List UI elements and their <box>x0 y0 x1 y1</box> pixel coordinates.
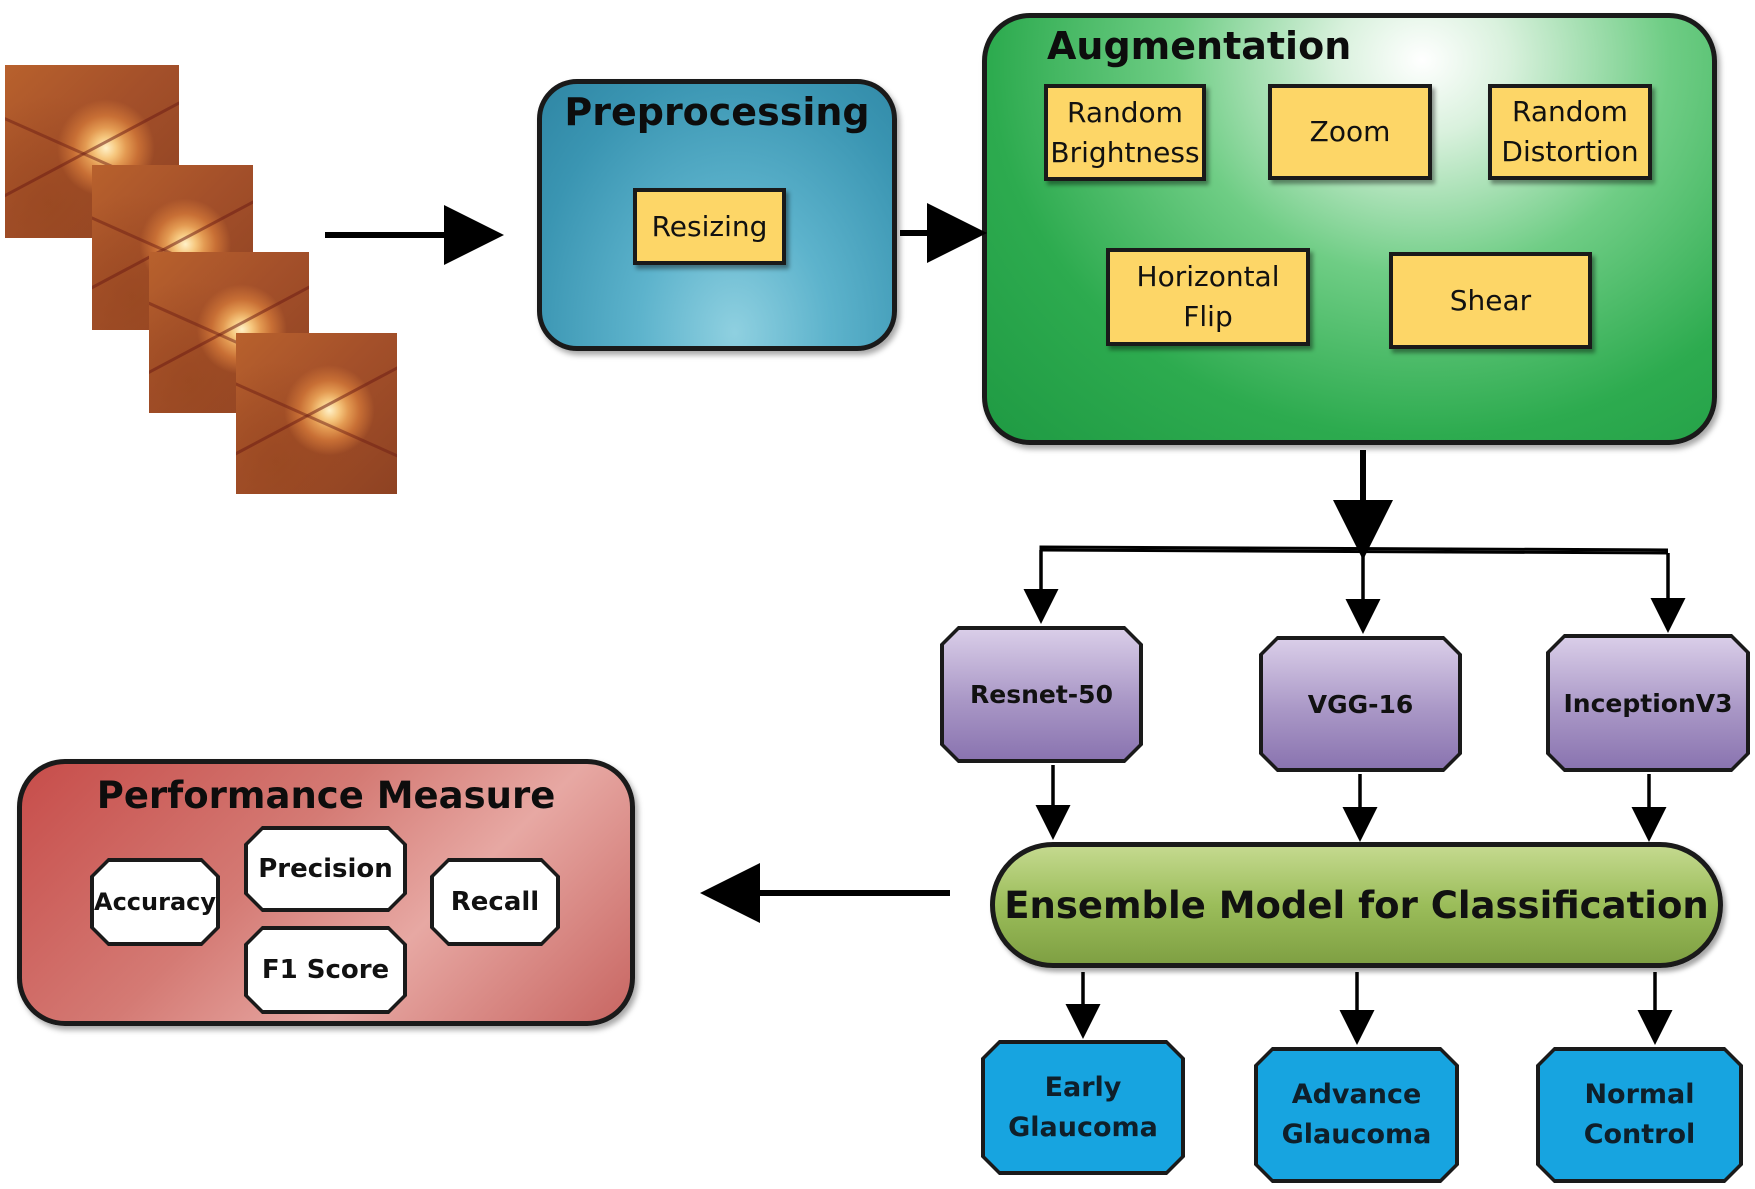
random-distortion-step: Random Distortion <box>1488 84 1652 180</box>
horizontal-flip-step: Horizontal Flip <box>1106 248 1310 346</box>
resizing-step: Resizing <box>633 188 786 265</box>
ensemble-model-node: Ensemble Model for Classification <box>990 842 1723 968</box>
output-early-glaucoma: Early Glaucoma <box>981 1040 1185 1175</box>
model-label: InceptionV3 <box>1550 638 1746 768</box>
model-vgg16: VGG-16 <box>1259 636 1462 772</box>
model-label: VGG-16 <box>1263 640 1458 768</box>
output-advance-glaucoma: Advance Glaucoma <box>1254 1047 1459 1183</box>
performance-title: Performance Measure <box>96 774 556 817</box>
metric-label: Recall <box>434 862 556 942</box>
fundus-image-4 <box>236 333 397 494</box>
metric-label: Precision <box>248 830 403 908</box>
shear-step: Shear <box>1389 252 1592 349</box>
metric-f1-score: F1 Score <box>244 926 407 1014</box>
model-inceptionv3: InceptionV3 <box>1546 634 1750 772</box>
metric-accuracy: Accuracy <box>90 858 220 946</box>
metric-label: Accuracy <box>94 862 216 942</box>
zoom-step: Zoom <box>1268 84 1432 180</box>
output-normal-control: Normal Control <box>1536 1047 1743 1183</box>
output-label: Early Glaucoma <box>985 1044 1181 1171</box>
model-resnet50: Resnet-50 <box>940 626 1143 763</box>
output-label: Normal Control <box>1540 1051 1739 1179</box>
metric-precision: Precision <box>244 826 407 912</box>
metric-recall: Recall <box>430 858 560 946</box>
preprocessing-title: Preprocessing <box>564 90 870 134</box>
split-bar <box>1039 545 1669 552</box>
model-label: Resnet-50 <box>944 630 1139 759</box>
output-label: Advance Glaucoma <box>1258 1051 1455 1179</box>
augmentation-title: Augmentation <box>1047 24 1352 68</box>
random-brightness-step: Random Brightness <box>1044 84 1206 181</box>
metric-label: F1 Score <box>248 930 403 1010</box>
